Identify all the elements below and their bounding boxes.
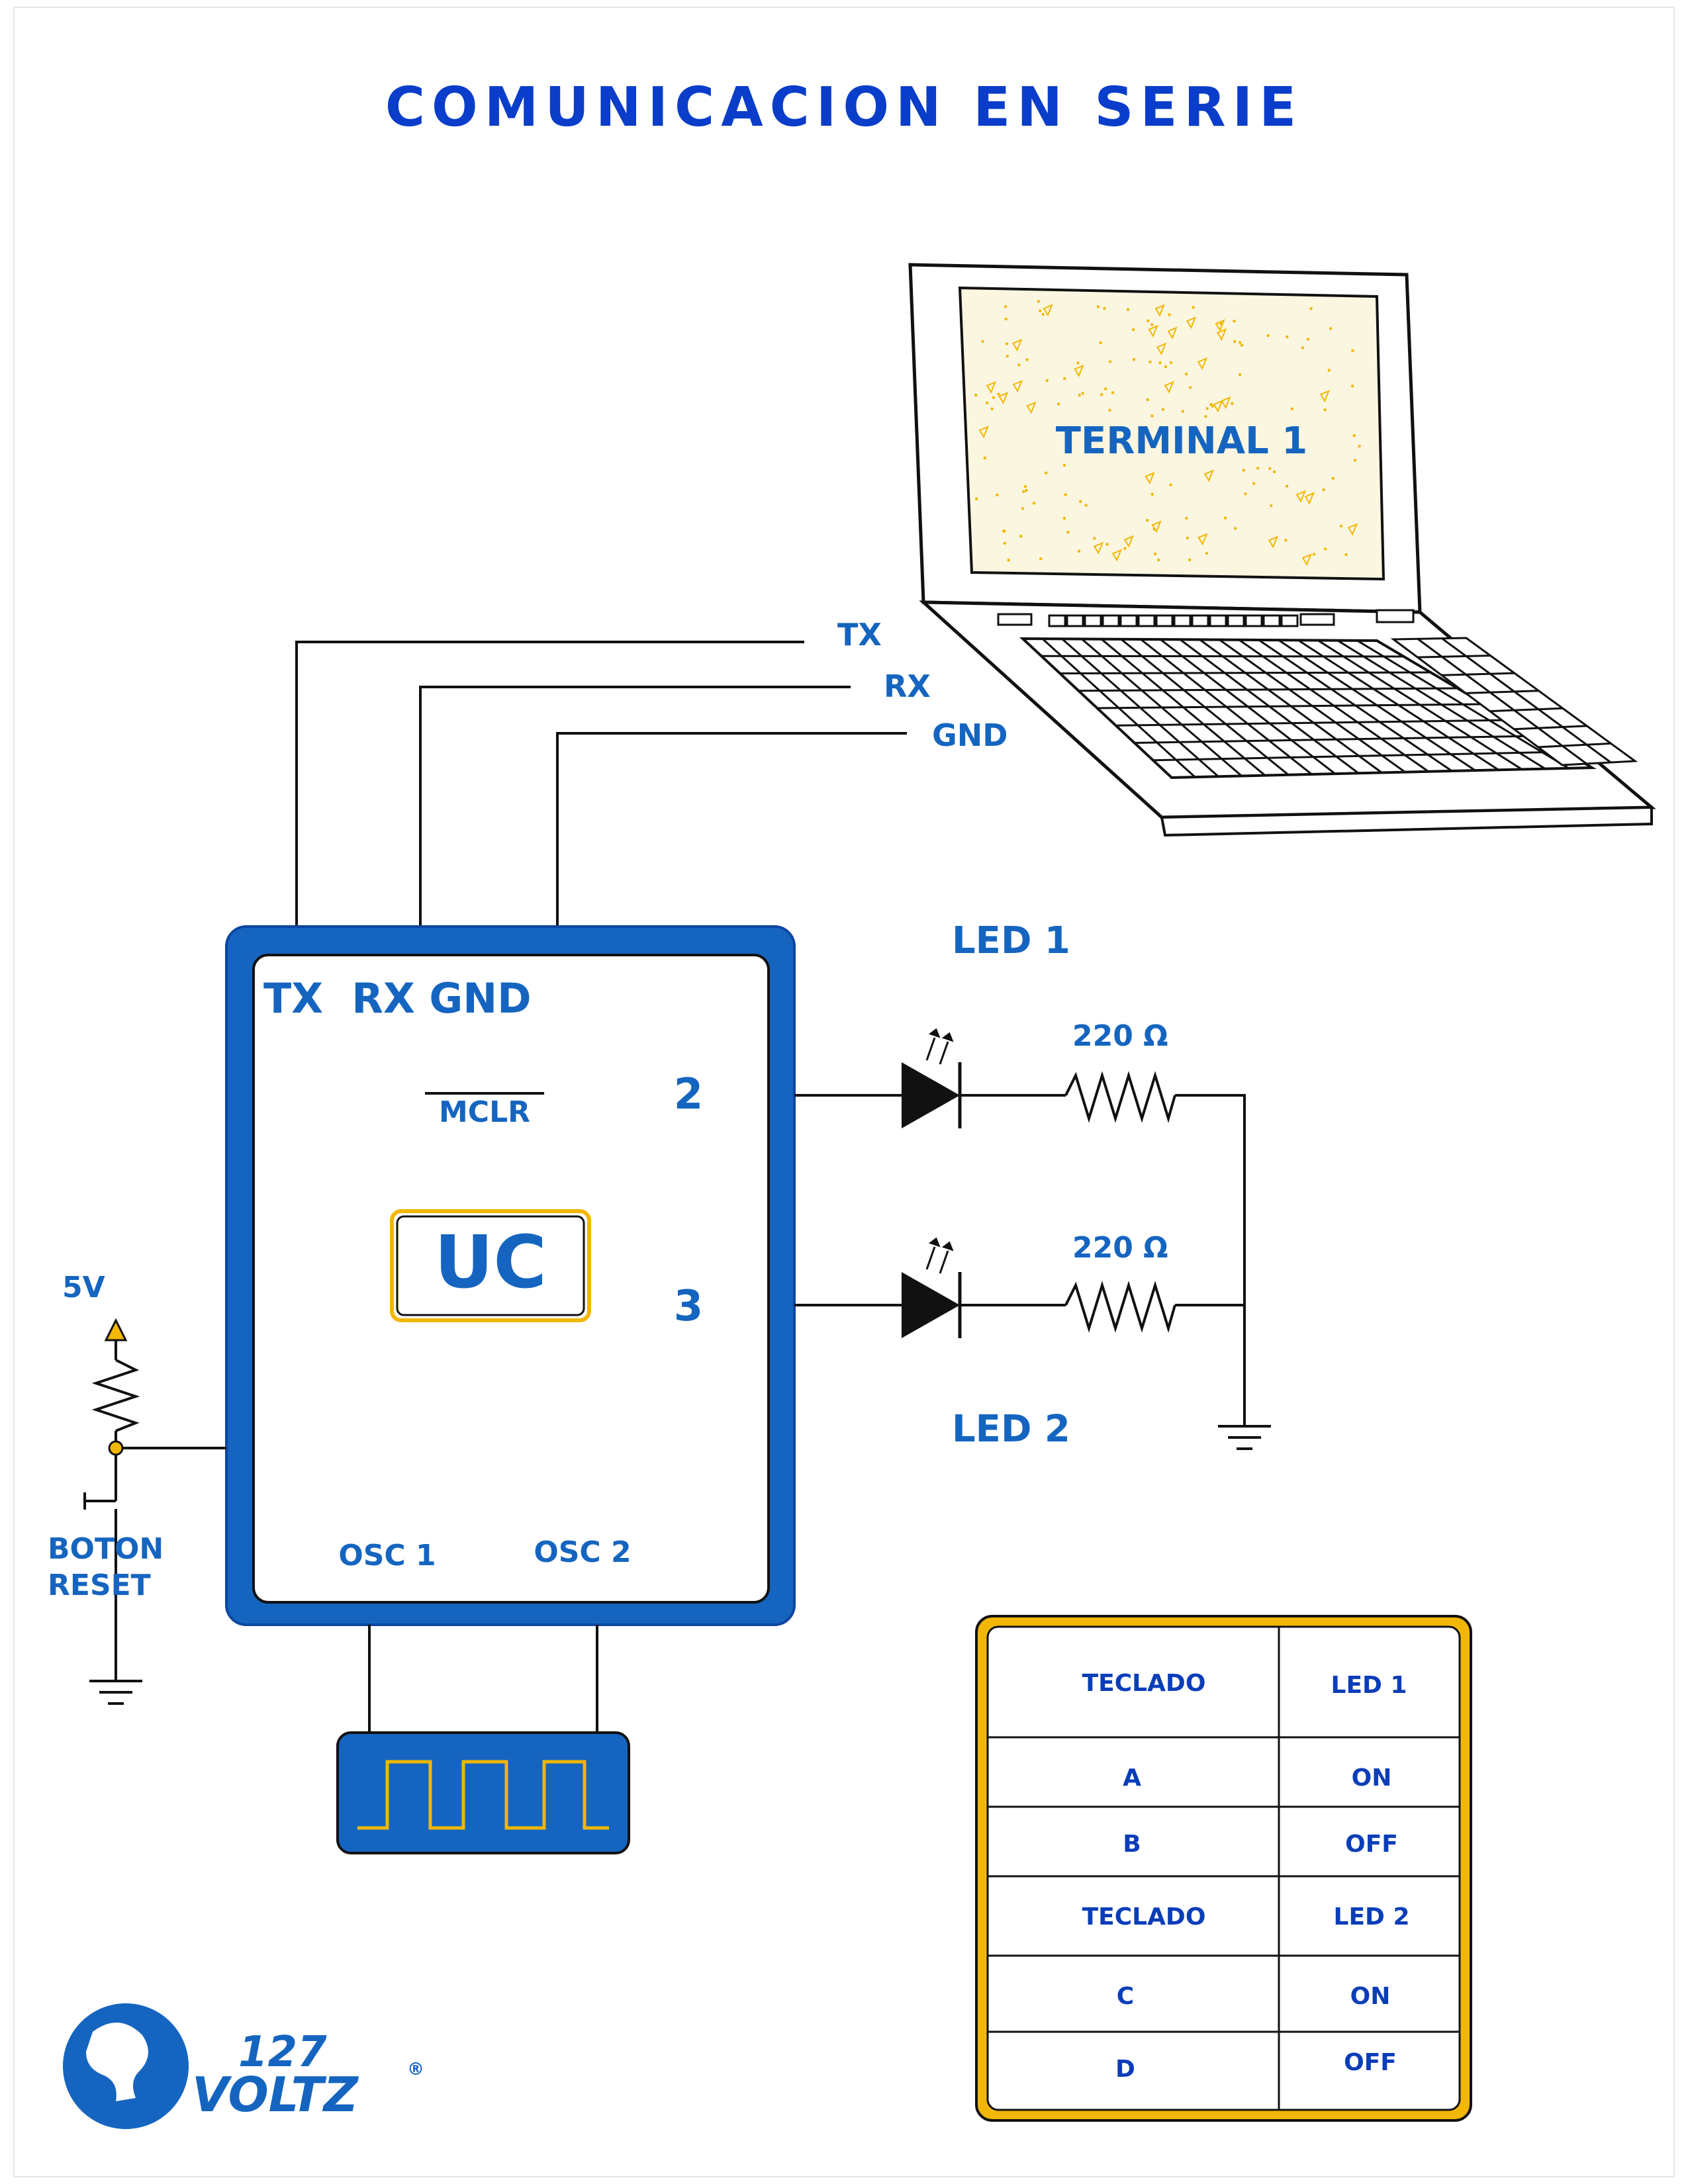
rx-wire [419, 686, 851, 927]
serial-wires [295, 641, 907, 927]
laptop-base-edge [1160, 805, 1653, 837]
laptop-keyboard [997, 609, 1638, 780]
table-cell: OFF [1344, 2049, 1397, 2076]
table-cell: LED 2 [1334, 1903, 1410, 1931]
table-cell: D [1115, 2056, 1135, 2083]
table-cell: OFF [1345, 1831, 1398, 1858]
logo-rooster-icon [86, 2023, 148, 2101]
chip-inner-border [396, 1215, 585, 1316]
led1-wire-out [1175, 1094, 1246, 1307]
logo-127voltz: 127 VOLTZ ® [63, 2003, 424, 2129]
led-ground [1218, 1305, 1271, 1450]
led2-circuit: 220 Ω [794, 1231, 1244, 1338]
logo-number: 127 [238, 2028, 327, 2077]
led1-resistor-icon [1064, 1071, 1176, 1124]
rx-label: RX [884, 668, 931, 704]
laptop: TERMINAL 1 [908, 263, 1656, 837]
chip [390, 1209, 591, 1322]
tx-wire [295, 641, 804, 927]
table-row-dividers [988, 1736, 1460, 2033]
pin-3-label: 3 [674, 1282, 704, 1331]
button-label-line2: RESET [48, 1569, 151, 1602]
led2-resistor-value: 220 Ω [1072, 1231, 1168, 1265]
tx-label: TX [837, 617, 882, 653]
led2-label: LED 2 [952, 1408, 1070, 1451]
screen-pattern [974, 300, 1361, 567]
osc1-label: OSC 1 [338, 1539, 436, 1572]
table-cell: TECLADO [1082, 1670, 1206, 1697]
pullup-resistor-icon [91, 1359, 140, 1432]
table-cell: ON [1350, 1983, 1391, 2010]
table-body [986, 1625, 1461, 2111]
registered-mark: ® [407, 2060, 424, 2079]
laptop-screen [958, 286, 1385, 581]
table-cell: B [1123, 1831, 1141, 1858]
pin-2-label: 2 [674, 1070, 704, 1119]
led1-resistor-value: 220 Ω [1072, 1019, 1168, 1053]
gnd-wire [556, 732, 907, 927]
screen-label: TERMINAL 1 [1056, 420, 1308, 463]
truth-table: TECLADO LED 1 A ON B OFF TECLADO LED 2 C… [975, 1615, 1472, 2122]
mclr-label: MCLR [439, 1095, 530, 1129]
chip-label: UC [434, 1220, 547, 1304]
logo-name: VOLTZ [192, 2067, 359, 2122]
gnd-label: GND [932, 717, 1008, 753]
led1-label: LED 1 [952, 919, 1070, 962]
button-label-line1: BOTON [48, 1532, 164, 1566]
led2-light-arrows-icon [925, 1237, 954, 1274]
osc2-label: OSC 2 [534, 1535, 631, 1569]
led2-resistor-icon [1064, 1281, 1176, 1334]
table-cell: C [1117, 1983, 1134, 2010]
led1-diode-icon [902, 1062, 960, 1128]
supply-arrow-icon [104, 1318, 128, 1342]
table-cell: ON [1352, 1764, 1392, 1792]
page-title: COMUNICACION EN SERIE [385, 76, 1303, 139]
junction-node [108, 1440, 124, 1456]
led1-circuit: 220 Ω [794, 1019, 1246, 1307]
page-border [13, 7, 1675, 2177]
led1-light-arrows-icon [925, 1028, 954, 1065]
table-cell: LED 1 [1331, 1672, 1407, 1699]
reset-ground-icon [89, 1680, 142, 1705]
table-cell: A [1123, 1764, 1141, 1792]
supply-label: 5V [62, 1271, 105, 1304]
ground-icon [1218, 1425, 1271, 1450]
table-cell: TECLADO [1082, 1903, 1206, 1931]
pin-header-label: TX RX GND [263, 974, 532, 1023]
square-wave-icon [357, 1760, 609, 1830]
led2-diode-icon [902, 1272, 960, 1338]
oscillator [336, 1625, 630, 1854]
microcontroller-board: TX RX GND MCLR 2 3 UC OSC 1 OSC 2 [225, 925, 796, 1626]
reset-circuit: 5V BOTON RESET [48, 1271, 226, 1705]
